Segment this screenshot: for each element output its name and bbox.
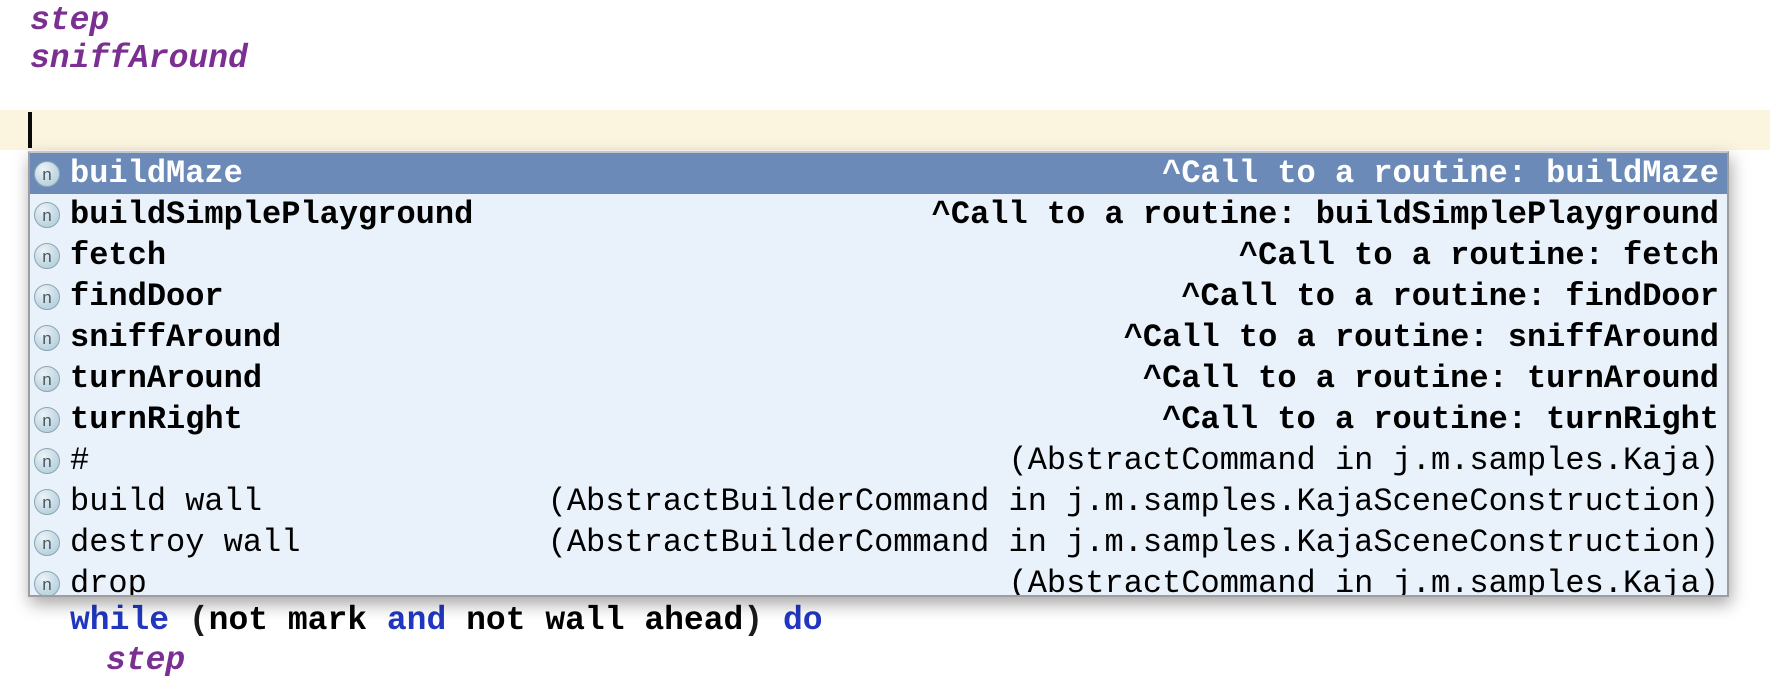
- completion-item-description: ^Call to a routine: sniffAround: [1123, 319, 1719, 356]
- completion-item-description: ^Call to a routine: fetch: [1238, 237, 1719, 274]
- completion-kind-icon: n: [34, 570, 60, 595]
- code-line-while-statement[interactable]: while (not mark and not wall ahead) do: [70, 602, 823, 640]
- completion-item-name: drop: [70, 565, 147, 597]
- completion-item[interactable]: n buildMaze ^Call to a routine: buildMaze: [30, 153, 1727, 194]
- code-token-pn: ): [743, 602, 783, 639]
- completion-kind-icon: n: [34, 242, 60, 269]
- completion-item-description: (AbstractCommand in j.m.samples.Kaja): [1008, 565, 1719, 597]
- code-token-pn: (: [188, 602, 209, 639]
- completion-item-name: fetch: [70, 237, 167, 274]
- completion-kind-icon: n: [34, 365, 60, 392]
- completion-item[interactable]: n turnRight ^Call to a routine: turnRight: [30, 399, 1727, 440]
- code-token-kw: do: [782, 602, 823, 639]
- completion-item-name: build wall: [70, 483, 263, 520]
- current-line-highlight[interactable]: [0, 110, 1770, 150]
- code-token-id: not mark: [208, 602, 387, 639]
- completion-item-description: ^Call to a routine: turnAround: [1142, 360, 1719, 397]
- code-token-kw: while: [70, 602, 189, 639]
- completion-item[interactable]: n # (AbstractCommand in j.m.samples.Kaja): [30, 440, 1727, 481]
- completion-item[interactable]: n sniffAround ^Call to a routine: sniffAro…: [30, 317, 1727, 358]
- completion-kind-icon: n: [34, 447, 60, 474]
- completion-kind-icon: n: [34, 283, 60, 310]
- completion-kind-icon: n: [34, 324, 60, 351]
- completion-item-description: ^Call to a routine: buildSimplePlaygroun…: [931, 196, 1719, 233]
- completion-kind-icon: n: [34, 160, 60, 187]
- completion-item-name: destroy wall: [70, 524, 301, 561]
- completion-item-description: (AbstractBuilderCommand in j.m.samples.K…: [547, 524, 1719, 561]
- completion-item[interactable]: n findDoor ^Call to a routine: findDoor: [30, 276, 1727, 317]
- completion-kind-icon: n: [34, 201, 60, 228]
- text-cursor: [28, 112, 32, 148]
- code-line-step-call[interactable]: step: [30, 2, 110, 39]
- completion-item-description: (AbstractBuilderCommand in j.m.samples.K…: [547, 483, 1719, 520]
- completion-item-name: sniffAround: [70, 319, 282, 356]
- completion-kind-icon: n: [34, 529, 60, 556]
- completion-item-description: ^Call to a routine: turnRight: [1162, 401, 1719, 438]
- completion-item-description: (AbstractCommand in j.m.samples.Kaja): [1008, 442, 1719, 479]
- completion-item-description: ^Call to a routine: findDoor: [1181, 278, 1719, 315]
- completion-item[interactable]: n destroy wall (AbstractBuilderCommand in …: [30, 522, 1727, 563]
- completion-item-description: ^Call to a routine: buildMaze: [1162, 155, 1719, 192]
- completion-item-name: turnAround: [70, 360, 263, 397]
- completion-item-name: #: [70, 442, 90, 479]
- completion-item[interactable]: n turnAround ^Call to a routine: turnAroun…: [30, 358, 1727, 399]
- code-line-sniffaround-call[interactable]: sniffAround: [30, 40, 248, 77]
- completion-kind-icon: n: [34, 406, 60, 433]
- completion-item-name: findDoor: [70, 278, 224, 315]
- completion-kind-icon: n: [34, 488, 60, 515]
- completion-item[interactable]: n build wall (AbstractBuilderCommand in j.…: [30, 481, 1727, 522]
- completion-item[interactable]: n buildSimplePlayground ^Call to a routine…: [30, 194, 1727, 235]
- code-token-id: not wall ahead: [446, 602, 744, 639]
- completion-item-name: turnRight: [70, 401, 243, 438]
- code-token-kw: and: [386, 602, 447, 639]
- code-line-step-body[interactable]: step: [106, 642, 186, 679]
- completion-item-name: buildMaze: [70, 155, 243, 192]
- completion-item-name: buildSimplePlayground: [70, 196, 474, 233]
